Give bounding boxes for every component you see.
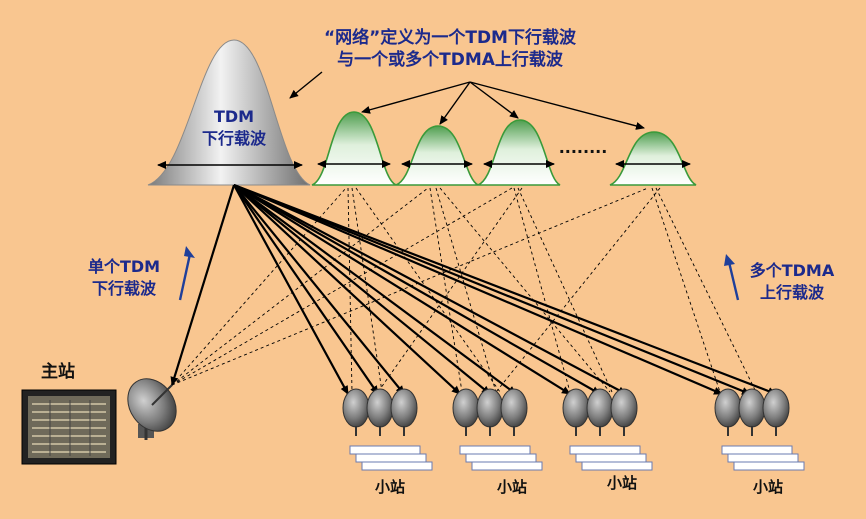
hub-rack-icon	[21, 389, 117, 465]
network-definition-caption: “网络”定义为一个TDM下行载波 与一个或多个TDMA上行载波	[300, 27, 600, 71]
remote-station-1	[342, 388, 433, 471]
hub-antenna-icon	[127, 378, 177, 440]
caption-line-1: “网络”定义为一个TDM下行载波	[324, 28, 576, 48]
tdma-carrier-domes	[311, 111, 697, 186]
remote-dishes-icon	[342, 388, 418, 436]
remote-dishes-icon	[452, 388, 528, 436]
remote-station-4	[714, 388, 805, 471]
tdma-dome-2	[395, 125, 479, 186]
remote-label-1: 小站	[374, 478, 405, 496]
tdm-carrier-label: TDM 下行载波	[184, 106, 284, 150]
multi-tdma-label: 多个TDMA 上行载波	[740, 260, 844, 304]
tdm-carrier-dome	[147, 39, 311, 186]
remote-dishes-icon	[562, 388, 638, 436]
multi-tdma-line-2: 上行载波	[759, 283, 824, 302]
remote-label-2: 小站	[496, 478, 527, 496]
caption-line-2: 与一个或多个TDMA上行载波	[337, 50, 563, 70]
remote-terminals-icon	[569, 445, 653, 471]
remote-label-4: 小站	[752, 478, 783, 496]
tdma-dome-3	[477, 119, 561, 186]
single-tdm-line-1: 单个TDM	[87, 257, 161, 276]
single-tdm-label: 单个TDM 下行载波	[76, 256, 172, 300]
tdma-dome-4	[609, 131, 697, 186]
carrier-ellipsis: ........	[558, 138, 608, 157]
remote-station-2	[452, 388, 543, 471]
tdma-dome-1	[311, 111, 397, 186]
remote-terminals-icon	[349, 445, 433, 471]
tdm-carrier-line-1: TDM	[213, 107, 255, 126]
remote-label-3: 小站	[606, 474, 637, 492]
multi-tdma-line-1: 多个TDMA	[749, 261, 835, 280]
caption-arrows	[289, 71, 645, 130]
remote-terminals-icon	[459, 445, 543, 471]
remote-terminals-icon	[721, 445, 805, 471]
downlink-lines	[170, 183, 777, 396]
single-tdm-line-2: 下行载波	[91, 279, 156, 298]
remote-dishes-icon	[714, 388, 790, 436]
remote-station-3	[562, 388, 653, 471]
tdm-carrier-line-2: 下行载波	[201, 129, 266, 148]
hub-label: 主站	[41, 362, 75, 382]
up-arrows	[178, 246, 740, 301]
